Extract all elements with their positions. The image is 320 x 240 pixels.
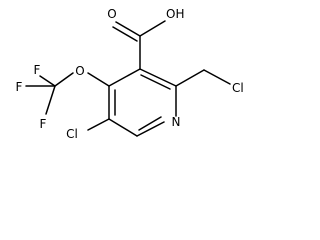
atom-label-carboxyl-o: O bbox=[107, 7, 116, 21]
bond-c3-c4 bbox=[108, 68, 141, 87]
pyridine-ring bbox=[108, 68, 177, 137]
chloromethyl-group bbox=[175, 69, 231, 87]
bond-c2-ch2 bbox=[175, 69, 205, 87]
carboxyl-group bbox=[112, 20, 166, 70]
structure-diagram: O OH Cl O F F F N Cl bbox=[16, 7, 244, 141]
bond-c5-cl bbox=[87, 118, 110, 131]
atom-label-ring-n: N bbox=[172, 115, 181, 129]
bond-c4-o bbox=[87, 72, 110, 87]
bond-c-o-double-b bbox=[112, 26, 138, 42]
atom-label-f-left: F bbox=[16, 80, 23, 94]
atom-label-hydroxyl: OH bbox=[166, 7, 184, 21]
atom-label-chloromethyl-cl: Cl bbox=[232, 81, 244, 95]
atom-label-ether-o: O bbox=[75, 64, 84, 78]
bond-cf3-f-top bbox=[39, 75, 56, 87]
double-bond-c6-n1 bbox=[138, 116, 162, 131]
trifluoromethoxy-group bbox=[25, 72, 110, 115]
bond-o-cf3 bbox=[54, 72, 74, 87]
bond-c6-n1 bbox=[136, 121, 165, 137]
bond-ch2-cl bbox=[203, 69, 231, 85]
bond-c5-c6 bbox=[108, 118, 138, 137]
bond-c-oh bbox=[139, 20, 166, 37]
atom-label-f-top: F bbox=[34, 63, 41, 77]
bond-cf3-f-bottom bbox=[45, 85, 56, 115]
atom-label-f-bottom: F bbox=[40, 117, 47, 131]
double-bond-c2-c3 bbox=[140, 74, 171, 90]
atom-label-ring-cl: Cl bbox=[66, 127, 78, 141]
bond-c2-c3 bbox=[139, 68, 177, 87]
bond-c-o-double-a bbox=[115, 21, 141, 37]
